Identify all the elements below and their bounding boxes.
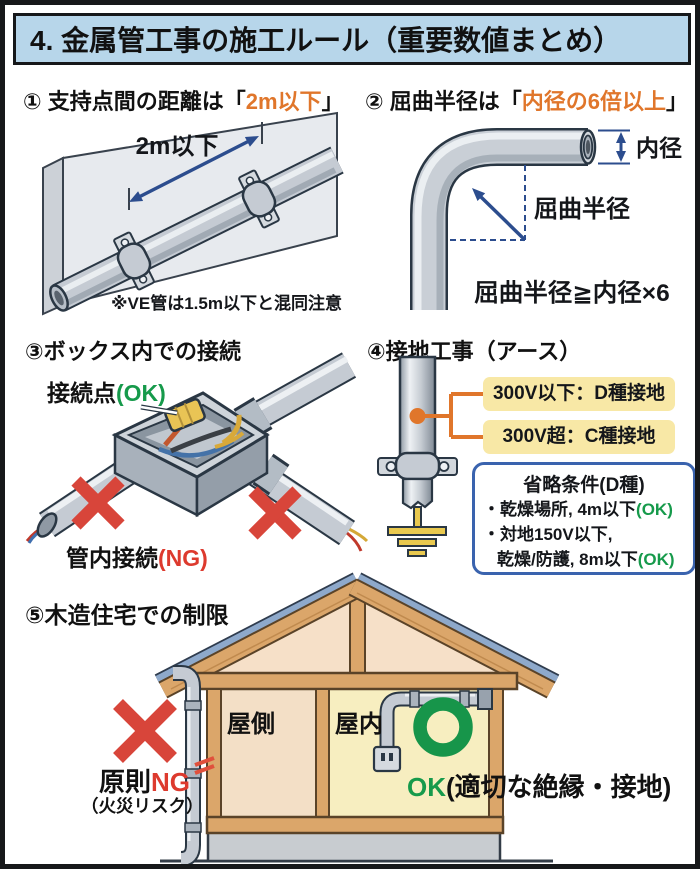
exemption-bullet-2b: 乾燥/防護, 8m以下(OK) xyxy=(475,547,693,572)
ok-insulation-label: OK(適切な絶縁・接地) xyxy=(407,767,671,804)
callout-c-type: 300V超：C種接地 xyxy=(483,420,675,454)
connection-point-label: 接続点(OK) xyxy=(47,374,166,408)
bend-radius-arrow-icon xyxy=(450,165,527,242)
room-outer-area xyxy=(221,689,319,821)
exemption-bullet-2: ・対地150V以下, xyxy=(483,525,613,544)
grounding-illustration xyxy=(377,355,483,557)
exemption-bullet-1: ・乾燥場所, 4m以下(OK) xyxy=(475,497,693,522)
support-spacing-illustration: 2m以下 xyxy=(42,111,344,316)
panel1-heading: ① 支持点間の距離は「2m以下」 xyxy=(23,84,344,116)
saddle-clamp-left xyxy=(113,231,155,291)
interior-conduit xyxy=(379,688,493,749)
ok-mark: OK xyxy=(407,772,446,802)
panel5-heading: ⑤木造住宅での制限 xyxy=(25,602,229,628)
connection-dot xyxy=(409,408,426,424)
red-x-icon-left xyxy=(71,476,125,530)
dimension-arrow-icon xyxy=(128,122,263,210)
red-x-icon-house xyxy=(113,699,177,763)
exemption-title: 省略条件(D種) xyxy=(523,475,645,496)
ground-symbol-icon xyxy=(387,506,447,557)
exterior-conduit xyxy=(173,665,202,864)
panel2-heading-highlight: 内径の6倍以上 xyxy=(521,89,666,114)
king-post xyxy=(349,594,366,678)
wall-hazard-marks xyxy=(194,756,215,775)
bend-radius-formula: 屈曲半径≧内径×6 xyxy=(474,279,669,307)
principle-ng-label: 原則NG xyxy=(99,762,190,799)
pointer-line xyxy=(140,404,178,416)
connection-point-ok-mark: (OK) xyxy=(116,380,166,406)
inner-diameter-label: 内径 xyxy=(636,135,682,161)
foundation xyxy=(206,829,502,863)
dimension-label: 2m以下 xyxy=(136,133,219,160)
panel2-heading: ② 屈曲半径は「内径の6倍以上」 xyxy=(365,84,688,116)
saddle-clamp-right xyxy=(238,169,280,229)
panel1-note: ※VE管は1.5m以下と混同注意 xyxy=(111,294,342,313)
pipe-top-right xyxy=(233,352,357,441)
panel2-heading-suffix: 」 xyxy=(666,89,689,114)
junction-box-illustration xyxy=(25,352,369,552)
room-outer-label: 屋側 xyxy=(227,711,275,738)
bent-pipe xyxy=(410,128,597,310)
panel1-heading-prefix: ① 支持点間の距離は「 xyxy=(23,89,246,114)
in-pipe-connection-text: 管内接続 xyxy=(66,545,158,571)
exemption-bullet-2b-text: 乾燥/防護, 8m以下 xyxy=(497,550,638,569)
callout-connector-line xyxy=(425,392,483,439)
connection-point-text: 接続点 xyxy=(47,380,116,406)
wooden-house-illustration xyxy=(113,572,560,864)
bend-radius-illustration: 内径 屈曲半径 屈曲半径≧内径×6 xyxy=(410,128,682,310)
wire-connector xyxy=(164,398,206,432)
conduit-pipe xyxy=(49,146,344,312)
in-pipe-connection-label: 管内接続(NG) xyxy=(66,539,208,573)
panel3-heading: ③ボックス内での接続 xyxy=(25,339,241,364)
outlet xyxy=(372,745,402,773)
timber-frame xyxy=(191,671,519,835)
inner-diameter-arrow-icon xyxy=(598,129,630,165)
title-bar: 4. 金属管工事の施工ルール（重要数値まとめ） xyxy=(13,13,691,65)
red-x-icon-right xyxy=(248,486,302,540)
wires xyxy=(158,414,245,458)
exemption-bullet-1-text: ・乾燥場所, 4m以下 xyxy=(483,500,637,519)
exemption-bullet-1-ok: (OK) xyxy=(636,500,673,519)
room-inner-label: 屋内 xyxy=(335,711,383,738)
panel1-heading-highlight: 2m以下 xyxy=(245,89,322,114)
panel1-heading-suffix: 」 xyxy=(321,89,344,114)
in-pipe-ng-mark: (NG) xyxy=(158,545,208,571)
exemption-box: 省略条件(D種) ・乾燥場所, 4m以下(OK) ・対地150V以下, 乾燥/防… xyxy=(472,462,695,575)
page-title: 4. 金属管工事の施工ルール（重要数値まとめ） xyxy=(30,25,622,56)
panel2-heading-prefix: ② 屈曲半径は「 xyxy=(365,89,522,114)
callout-d-type: 300V以下：D種接地 xyxy=(483,377,675,411)
fire-risk-label: （火災リスク） xyxy=(81,796,204,816)
ok-text: (適切な絶縁・接地) xyxy=(446,772,672,802)
green-circle-icon xyxy=(413,697,473,757)
saddle-clamp xyxy=(377,451,458,481)
pipe-stub xyxy=(401,477,434,510)
bend-radius-label: 屈曲半径 xyxy=(534,196,630,223)
principle-ng-mark: NG xyxy=(151,767,191,797)
principle-ng-text: 原則 xyxy=(99,767,152,797)
exemption-bullet-2b-ok: (OK) xyxy=(637,550,675,569)
